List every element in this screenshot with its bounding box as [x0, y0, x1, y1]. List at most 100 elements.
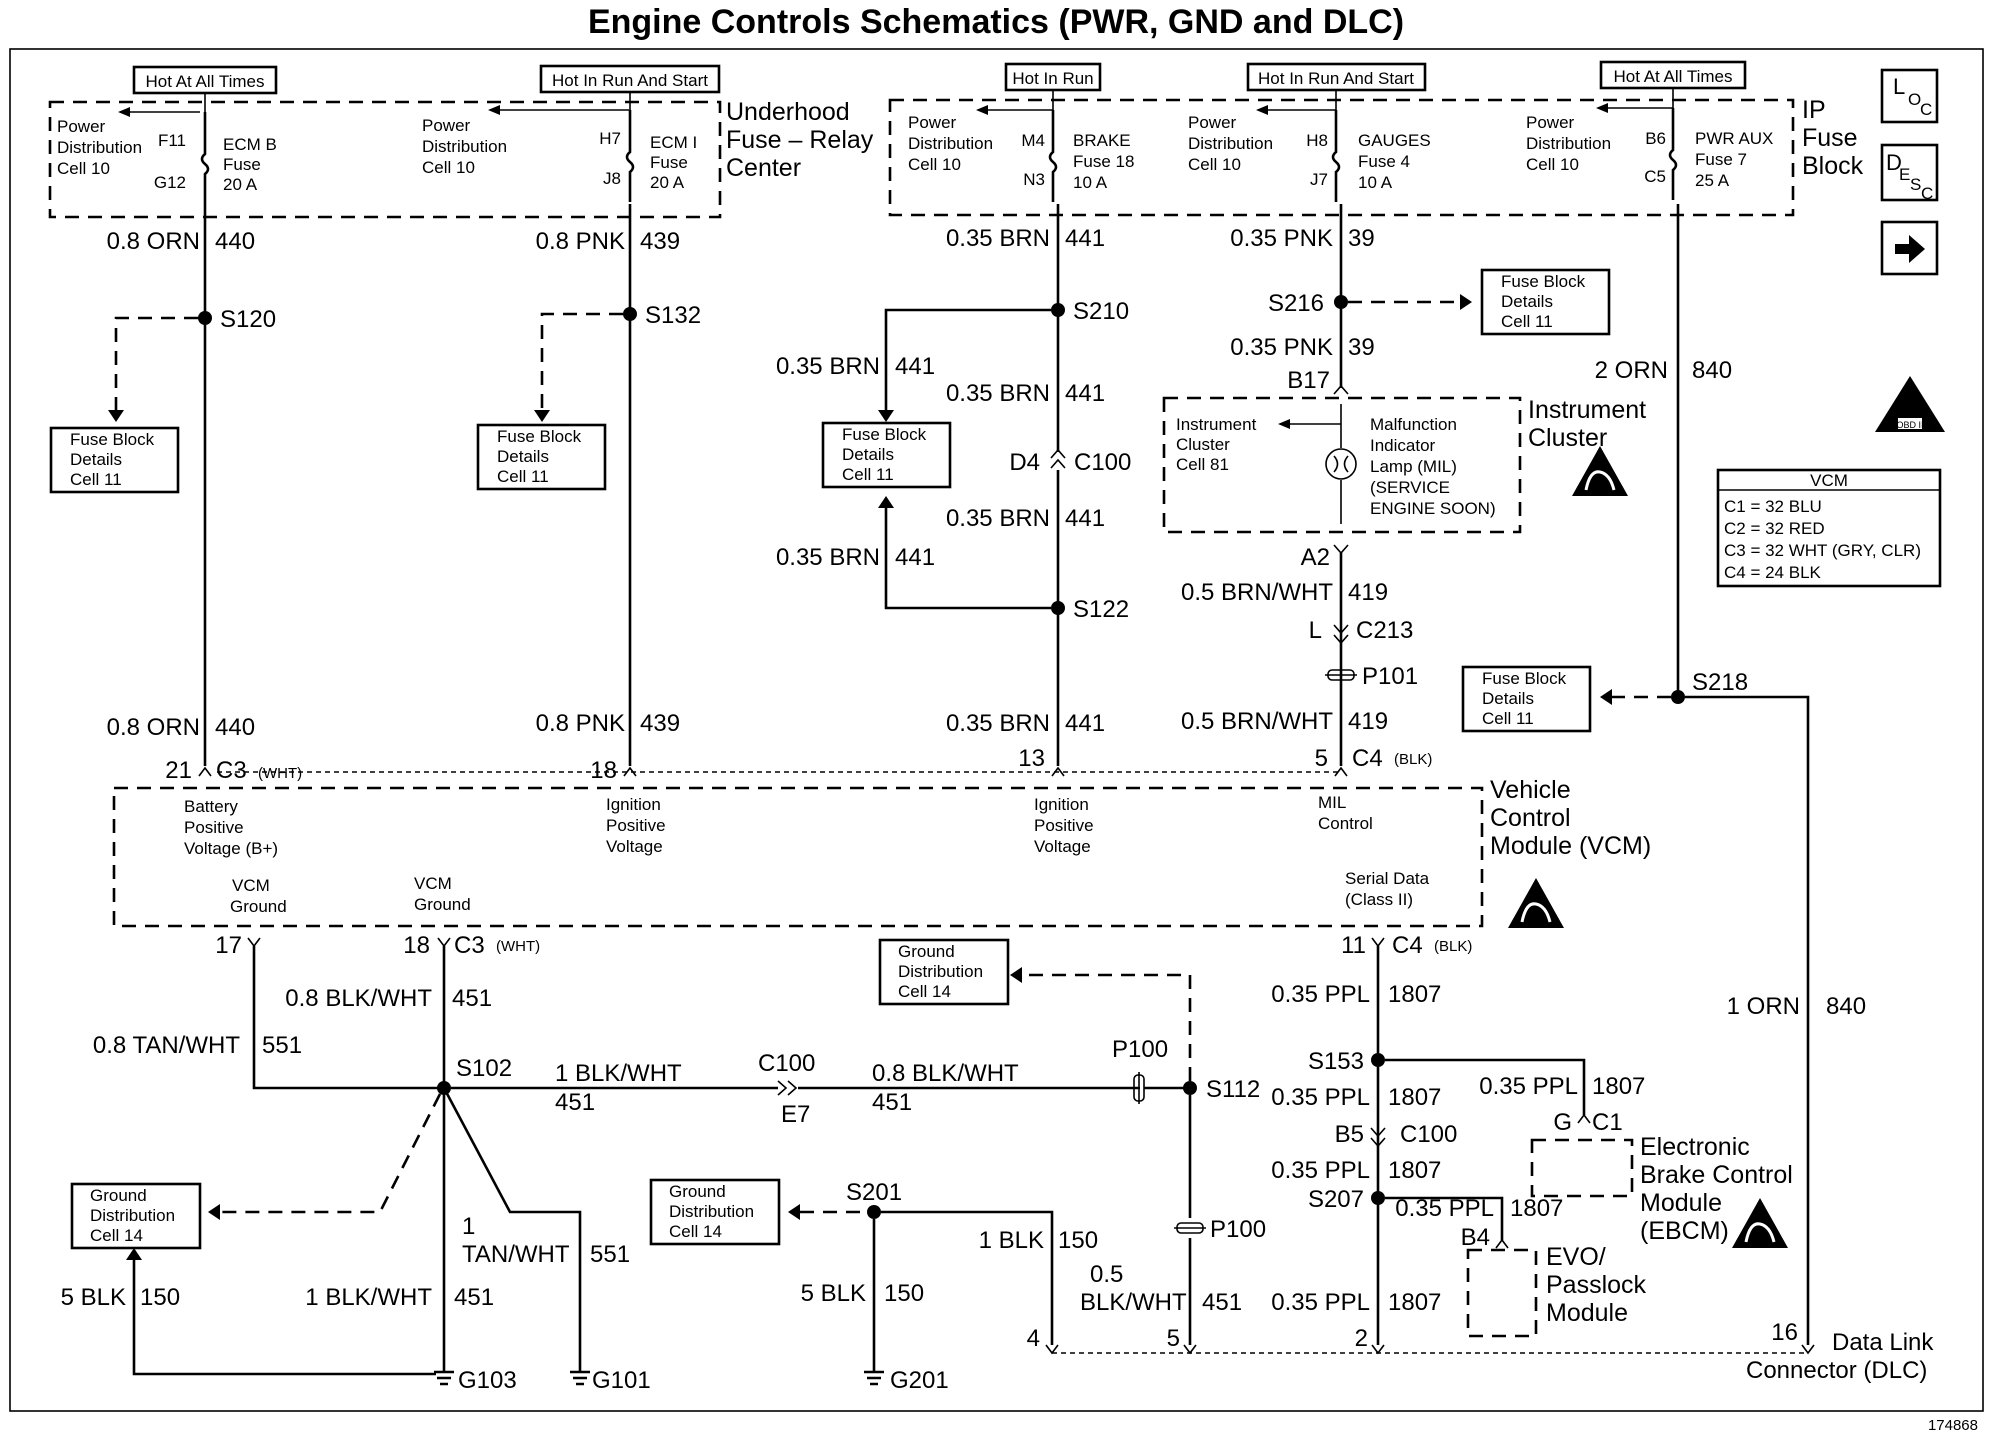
svg-text:Distribution: Distribution [1526, 134, 1611, 153]
svg-text:MIL: MIL [1318, 793, 1346, 812]
svg-text:Fuse: Fuse [650, 153, 688, 172]
svg-text:1 BLK: 1 BLK [979, 1227, 1044, 1254]
svg-text:150: 150 [884, 1280, 924, 1307]
svg-text:Voltage: Voltage [1034, 837, 1091, 856]
svg-text:0.35 BRN: 0.35 BRN [946, 710, 1050, 737]
svg-text:451: 451 [1202, 1289, 1242, 1316]
wire-551 [252, 946, 444, 1090]
svg-text:441: 441 [1065, 380, 1105, 407]
svg-text:ECM I: ECM I [650, 133, 697, 152]
svg-text:4: 4 [1027, 1325, 1040, 1352]
svg-text:Distribution: Distribution [90, 1206, 175, 1225]
svg-text:P101: P101 [1362, 663, 1418, 690]
svg-text:Passlock: Passlock [1546, 1271, 1647, 1299]
svg-text:Cell 10: Cell 10 [57, 159, 110, 178]
svg-text:N3: N3 [1023, 170, 1045, 189]
esd-sensitive-icon [1570, 444, 1630, 498]
svg-text:5 BLK: 5 BLK [801, 1280, 866, 1307]
svg-text:Module (VCM): Module (VCM) [1490, 832, 1651, 860]
instrument-cluster-ref[interactable]: Instrument Cluster Cell 81 [1176, 415, 1341, 474]
vcm-box [112, 786, 1484, 928]
hot-label-d: Hot In Run And Start [1246, 62, 1427, 92]
svg-text:S: S [1910, 175, 1921, 194]
connector-c213: L C213 [1309, 617, 1413, 645]
svg-text:441: 441 [895, 544, 935, 571]
svg-text:O: O [1908, 90, 1921, 109]
svg-text:Block: Block [1802, 152, 1864, 180]
svg-text:C100: C100 [1400, 1121, 1457, 1148]
svg-text:(SERVICE: (SERVICE [1370, 478, 1450, 497]
svg-text:S218: S218 [1692, 669, 1748, 696]
svg-text:16: 16 [1771, 1319, 1798, 1346]
svg-text:1807: 1807 [1388, 1084, 1441, 1111]
svg-text:B4: B4 [1461, 1224, 1490, 1251]
svg-text:440: 440 [215, 714, 255, 741]
svg-text:1 BLK/WHT: 1 BLK/WHT [305, 1284, 432, 1311]
svg-text:2: 2 [1355, 1325, 1368, 1352]
svg-text:0.8 ORN: 0.8 ORN [107, 714, 200, 741]
dlc-title: Data Link [1832, 1329, 1934, 1356]
svg-text:(BLK): (BLK) [1434, 938, 1472, 955]
diagram-title: Engine Controls Schematics (PWR, GND and… [588, 3, 1404, 41]
svg-text:H8: H8 [1306, 131, 1328, 150]
svg-text:Hot At All Times: Hot At All Times [1613, 67, 1732, 86]
next-arrow-icon[interactable] [1880, 220, 1939, 276]
svg-text:0.8 TAN/WHT: 0.8 TAN/WHT [93, 1032, 240, 1059]
svg-text:(WHT): (WHT) [258, 765, 302, 782]
svg-text:Details: Details [1501, 292, 1553, 311]
svg-text:ENGINE SOON): ENGINE SOON) [1370, 499, 1496, 518]
esd-sensitive-icon [1506, 876, 1566, 930]
svg-text:C3: C3 [216, 757, 247, 784]
svg-text:Fuse 18: Fuse 18 [1073, 152, 1134, 171]
svg-text:10 A: 10 A [1073, 173, 1108, 192]
svg-text:Power: Power [1526, 113, 1575, 132]
svg-text:Fuse Block: Fuse Block [70, 430, 155, 449]
svg-text:Voltage: Voltage [606, 837, 663, 856]
svg-text:Distribution: Distribution [57, 138, 142, 157]
svg-text:Fuse Block: Fuse Block [1501, 272, 1586, 291]
ground-g103: G103 [434, 1367, 517, 1394]
splice-s120 [198, 311, 212, 325]
svg-text:S112: S112 [1206, 1076, 1260, 1103]
svg-text:0.5 BRN/WHT: 0.5 BRN/WHT [1181, 708, 1333, 735]
svg-text:Control: Control [1490, 804, 1571, 832]
svg-text:0.35 PPL: 0.35 PPL [1479, 1073, 1578, 1100]
loc-icon[interactable]: LOC [1880, 68, 1939, 124]
svg-text:VCM: VCM [414, 874, 452, 893]
svg-text:0.35 PNK: 0.35 PNK [1230, 225, 1333, 252]
svg-text:2 ORN: 2 ORN [1595, 357, 1668, 384]
svg-text:0.5 BRN/WHT: 0.5 BRN/WHT [1181, 579, 1333, 606]
svg-text:L: L [1309, 617, 1322, 644]
svg-text:G103: G103 [458, 1367, 517, 1394]
svg-text:Cell 10: Cell 10 [908, 155, 961, 174]
svg-text:(WHT): (WHT) [496, 938, 540, 955]
svg-text:Module: Module [1546, 1299, 1628, 1327]
ip-fuse-block-title: IP [1802, 96, 1826, 124]
svg-text:1: 1 [462, 1213, 475, 1240]
vcm-title: Vehicle [1490, 776, 1571, 804]
svg-text:H7: H7 [599, 129, 621, 148]
dlc-connector[interactable]: 4 5 2 16 [1027, 1319, 1815, 1355]
svg-text:1807: 1807 [1510, 1195, 1563, 1222]
hot-label-b: Hot In Run And Start [539, 64, 721, 94]
svg-text:Cell 11: Cell 11 [842, 465, 894, 484]
svg-text:OBD II: OBD II [1896, 420, 1923, 430]
svg-text:0.8 ORN: 0.8 ORN [107, 228, 200, 255]
svg-text:20 A: 20 A [650, 173, 685, 192]
